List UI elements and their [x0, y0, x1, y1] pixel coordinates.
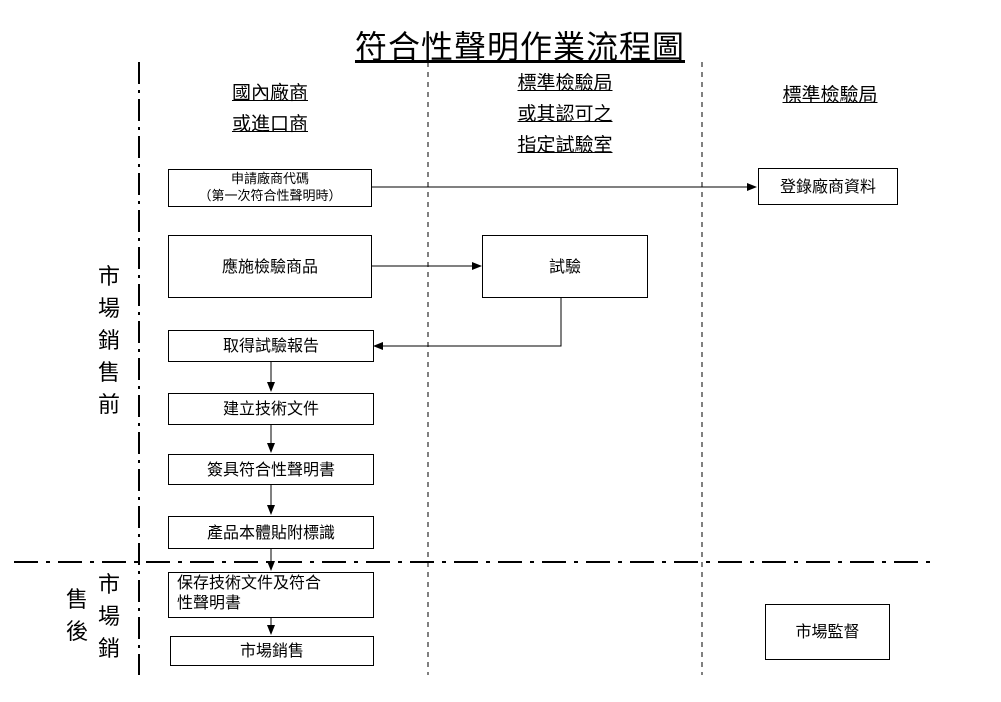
- step-products-to-test: 應施檢驗商品: [168, 235, 372, 298]
- phase-char: 銷: [97, 637, 120, 662]
- step-market-surveillance: 市場監督: [765, 604, 890, 660]
- column-header-domestic-line1: 國內廠商: [231, 82, 308, 104]
- step-register-vendor-data: 登錄廠商資料: [758, 168, 898, 205]
- phase-char: 場: [97, 297, 120, 322]
- step-apply-vendor-code: 申請廠商代碼 （第一次符合性聲明時）: [168, 169, 372, 207]
- column-header-bsmi-line1: 標準檢驗局: [782, 84, 878, 106]
- phase-label-pre-market: 市 場 銷 售 前: [96, 262, 122, 422]
- phase-char: 前: [97, 393, 120, 418]
- column-header-domestic: 國內廠商 或進口商: [200, 78, 340, 140]
- step-sign-declaration: 簽具符合性聲明書: [168, 454, 374, 485]
- step-apply-vendor-code-line2: （第一次符合性聲明時）: [198, 189, 342, 204]
- column-header-lab-line3: 指定試驗室: [517, 134, 613, 156]
- column-header-bsmi: 標準檢驗局: [760, 80, 900, 111]
- page-title: 符合性聲明作業流程圖: [354, 28, 685, 66]
- step-build-technical-docs: 建立技術文件: [168, 393, 374, 425]
- arrow-test-to-report: [373, 298, 562, 350]
- phase-char: 市: [97, 265, 120, 290]
- column-header-lab: 標準檢驗局 或其認可之 指定試驗室: [490, 68, 640, 161]
- step-keep-docs-line1: 保存技術文件及符合: [177, 573, 322, 592]
- column-header-lab-line1: 標準檢驗局: [517, 72, 613, 94]
- column-header-domestic-line2: 或進口商: [231, 113, 308, 135]
- column-header-lab-line2: 或其認可之: [517, 103, 613, 125]
- step-apply-vendor-code-line1: 申請廠商代碼: [230, 172, 309, 187]
- phase-char: 售: [65, 588, 88, 613]
- step-obtain-test-report: 取得試驗報告: [168, 330, 374, 362]
- phase-char: 售: [97, 361, 120, 386]
- step-test: 試驗: [482, 235, 648, 298]
- step-keep-docs: 保存技術文件及符合 性聲明書: [168, 572, 374, 618]
- phase-label-post-market-col2: 市 場 銷: [96, 570, 122, 666]
- step-market-sale: 市場銷售: [170, 636, 374, 666]
- phase-label-post-market-col1: 售 後: [64, 585, 90, 649]
- phase-char: 場: [97, 605, 120, 630]
- phase-char: 銷: [97, 329, 120, 354]
- step-keep-docs-line2: 性聲明書: [177, 593, 242, 612]
- phase-char: 後: [65, 620, 88, 645]
- step-label-product: 產品本體貼附標識: [168, 516, 374, 549]
- phase-char: 市: [97, 573, 120, 598]
